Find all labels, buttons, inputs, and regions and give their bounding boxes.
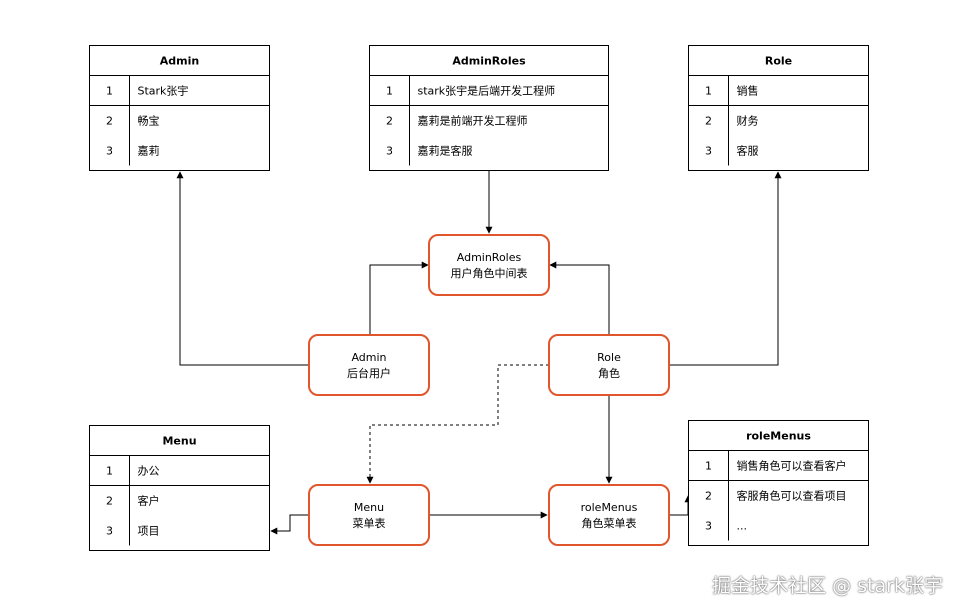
node-title: Role (597, 351, 621, 364)
row-text: 销售 (737, 84, 759, 98)
connectors (176, 171, 782, 535)
edge-rolemenus-to-rolemenus-table (669, 495, 692, 516)
row-number: 1 (106, 465, 113, 478)
row-number: 1 (106, 85, 113, 98)
node-title: Admin (351, 351, 386, 364)
row-text: 财务 (737, 114, 759, 128)
node-rolemenus: roleMenus 角色菜单表 (548, 484, 670, 546)
row-number: 3 (386, 145, 393, 158)
row-number: 3 (705, 145, 712, 158)
row-number: 3 (705, 520, 712, 533)
node-role: Role 角色 (548, 334, 670, 396)
table-rolemenus: roleMenus 1 销售角色可以查看客户 2 客服角色可以查看项目 3 ..… (688, 420, 869, 546)
table-title: AdminRoles (452, 55, 526, 68)
row-number: 1 (705, 85, 712, 98)
edge-role-to-role-table (669, 171, 782, 366)
row-number: 2 (106, 115, 113, 128)
table-title: Role (765, 55, 792, 68)
edge-admin-to-adminroles (369, 261, 429, 335)
table-title: Admin (160, 55, 199, 68)
row-number: 3 (106, 145, 113, 158)
row-number: 3 (106, 525, 113, 538)
edge-role-to-adminroles (549, 261, 610, 335)
row-text: 嘉莉是客服 (418, 144, 473, 158)
node-admin: Admin 后台用户 (308, 334, 430, 396)
row-text: 嘉莉 (138, 144, 160, 158)
node-subtitle: 角色 (598, 366, 620, 380)
table-menu: Menu 1 办公 2 客户 3 项目 (89, 425, 270, 551)
node-subtitle: 用户角色中间表 (451, 266, 528, 280)
row-text: 项目 (138, 525, 160, 538)
node-subtitle: 菜单表 (353, 516, 386, 530)
node-title: roleMenus (581, 501, 638, 514)
node-subtitle: 角色菜单表 (582, 516, 637, 530)
row-text: 办公 (138, 465, 160, 478)
node-subtitle: 后台用户 (347, 366, 391, 380)
row-text: 销售角色可以查看客户 (737, 459, 847, 473)
row-number: 2 (106, 495, 113, 508)
table-title: roleMenus (746, 430, 811, 443)
watermark: 掘金技术社区 @ stark张宇 (712, 575, 943, 597)
table-title: Menu (162, 435, 196, 448)
row-number: 2 (386, 115, 393, 128)
row-number: 2 (705, 490, 712, 503)
row-number: 1 (705, 460, 712, 473)
row-text: 嘉莉是前端开发工程师 (418, 114, 528, 128)
row-text: 客服角色可以查看项目 (737, 489, 847, 503)
edge-menu-to-menu-table (270, 514, 309, 535)
row-text: 客服 (737, 144, 759, 158)
edge-role-to-menu (366, 364, 549, 484)
row-text: 畅宝 (138, 114, 160, 128)
edge-admin-to-admin-table (176, 171, 309, 366)
node-title: Menu (354, 501, 384, 514)
table-admin: Admin 1 Stark张宇 2 畅宝 3 嘉莉 (89, 45, 270, 171)
node-title: AdminRoles (457, 251, 522, 264)
node-adminroles: AdminRoles 用户角色中间表 (428, 234, 550, 296)
table-role: Role 1 销售 2 财务 3 客服 (688, 45, 869, 171)
row-text: Stark张宇 (138, 85, 189, 98)
row-text: ... (737, 520, 748, 533)
row-text: 客户 (138, 494, 160, 508)
row-number: 2 (705, 115, 712, 128)
table-adminroles: AdminRoles 1 stark张宇是后端开发工程师 2 嘉莉是前端开发工程… (369, 45, 609, 171)
row-text: stark张宇是后端开发工程师 (418, 84, 556, 98)
row-number: 1 (386, 85, 393, 98)
node-menu: Menu 菜单表 (308, 484, 430, 546)
